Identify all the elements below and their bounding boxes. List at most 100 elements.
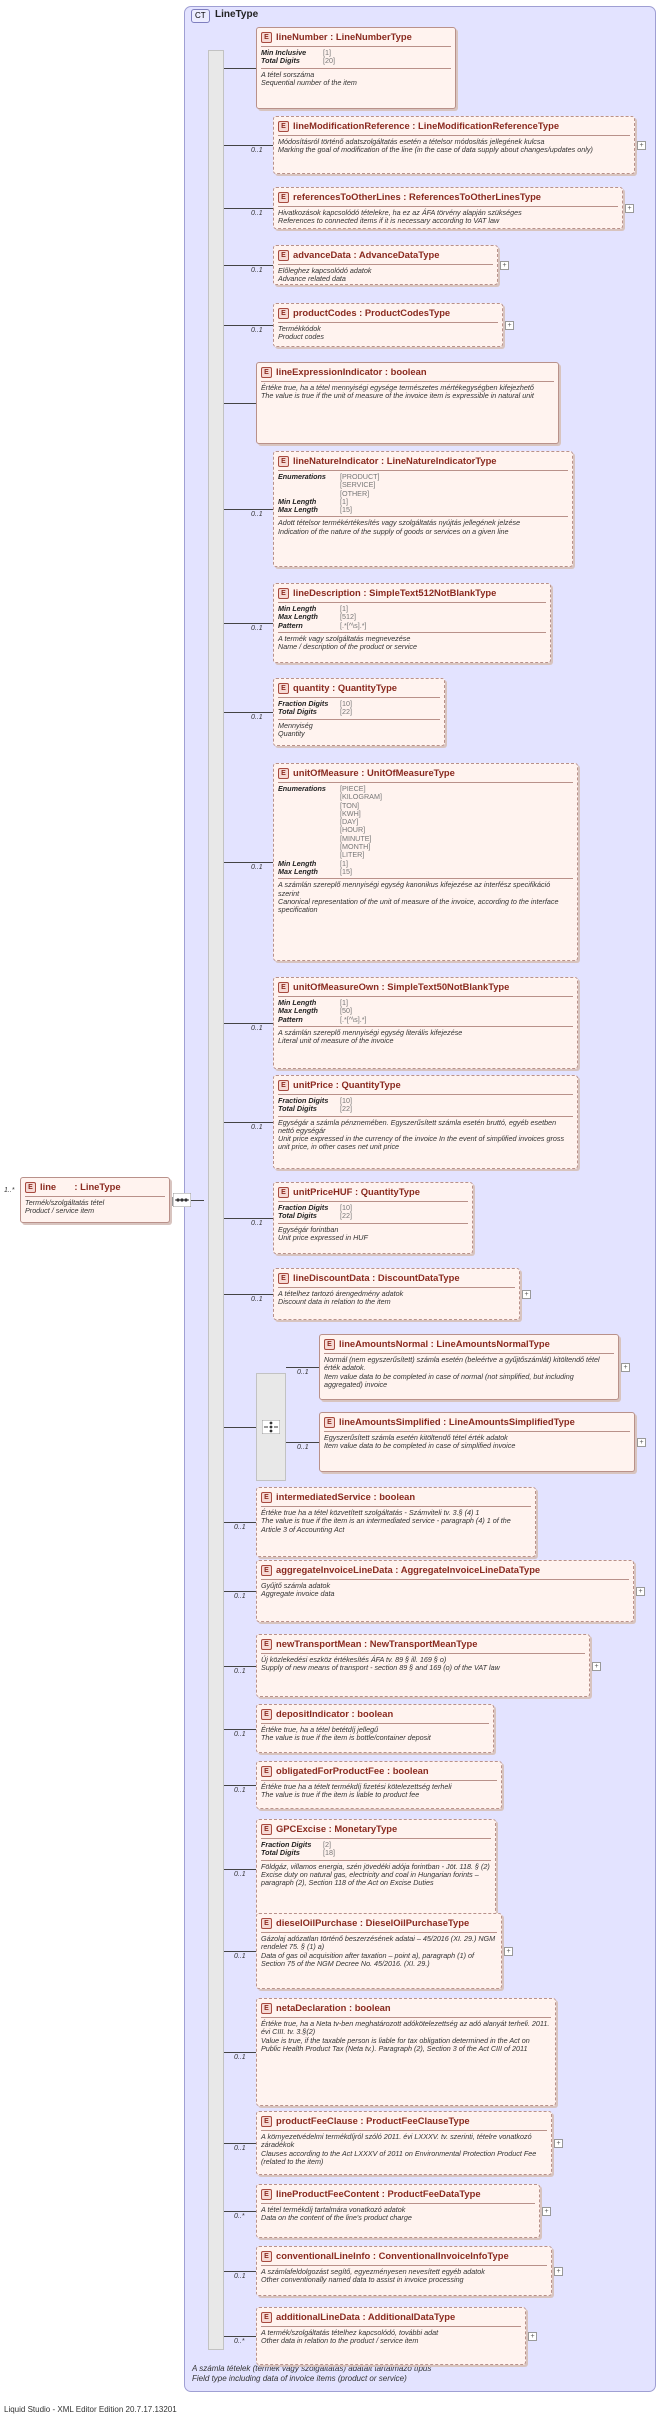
element-icon: E: [261, 2188, 272, 2200]
element-title: depositIndicator : boolean: [276, 1707, 394, 1719]
element-icon: E: [261, 1564, 272, 1576]
expand-toggle[interactable]: +: [636, 1587, 645, 1596]
element-doc: Egyszerűsített számla esetén kitöltendő …: [324, 1433, 516, 1451]
connector-line: [224, 623, 273, 624]
connector-line: [224, 265, 273, 266]
expand-toggle[interactable]: +: [592, 1662, 601, 1671]
connector-line: [224, 2336, 256, 2337]
element-doc: Értéke true, ha a tétel betétdíj jellegű…: [261, 1725, 431, 1743]
facet: Max Length[512]: [278, 612, 356, 622]
complex-type-doc-hu: A számla tételek (termék vagy szolgáltat…: [192, 2364, 432, 2373]
element-icon: E: [261, 1708, 272, 1720]
expand-toggle[interactable]: +: [554, 2267, 563, 2276]
occurs-label: 0..1: [234, 2273, 246, 2280]
occurs-label: 0..1: [234, 1953, 246, 1960]
expand-toggle[interactable]: +: [637, 141, 646, 150]
complex-type-title: LineType: [215, 9, 259, 20]
element-title: conventionalLineInfo : ConventionalInvoi…: [276, 2249, 509, 2261]
occurs-label: 0..1: [234, 2145, 246, 2152]
element-doc: Földgáz, villamos energia, szén jövedéki…: [261, 1861, 490, 1888]
connector-line: [224, 2052, 256, 2053]
root-element-title: line : LineType: [40, 1180, 121, 1192]
expand-toggle[interactable]: +: [504, 1947, 513, 1956]
facet: Fraction Digits[10]: [278, 1096, 352, 1105]
connector-line: [224, 509, 273, 510]
facet: Min Length[1]: [278, 998, 348, 1007]
expand-toggle[interactable]: +: [625, 204, 634, 213]
complex-type-badge: CT: [191, 9, 210, 23]
occurs-label: 0..1: [297, 1444, 309, 1451]
occurs-label: 0..1: [234, 1731, 246, 1738]
occurs-label: 0..1: [234, 1871, 246, 1878]
occurs-label: 0..1: [251, 1220, 263, 1227]
facet: Max Length[15]: [278, 505, 352, 515]
element-title: lineExpressionIndicator : boolean: [276, 365, 427, 377]
element-title: lineNumber : LineNumberType: [276, 30, 412, 42]
element-icon: E: [261, 366, 272, 378]
element-title: aggregateInvoiceLineData : AggregateInvo…: [276, 1563, 541, 1575]
element-doc: A termék/szolgáltatás tételhez kapcsolód…: [261, 2328, 439, 2346]
connector-line: [224, 1785, 256, 1786]
element-title: lineAmountsSimplified : LineAmountsSimpl…: [339, 1415, 575, 1427]
facet: Max Length[15]: [278, 866, 352, 876]
expand-toggle[interactable]: +: [542, 2207, 551, 2216]
expand-toggle[interactable]: +: [528, 2332, 537, 2341]
connector-line: [224, 325, 273, 326]
element-title: unitOfMeasure : UnitOfMeasureType: [293, 766, 455, 778]
expand-toggle[interactable]: +: [637, 1438, 646, 1447]
expand-toggle[interactable]: +: [505, 321, 514, 330]
connector-line: [286, 1442, 319, 1443]
expand-toggle[interactable]: +: [500, 261, 509, 270]
element-icon: E: [278, 1186, 289, 1198]
expand-toggle[interactable]: +: [554, 2139, 563, 2148]
root-element-line[interactable]: E line : LineType Termék/szolgáltatás té…: [20, 1177, 170, 1223]
facet: Total Digits[20]: [261, 56, 335, 66]
facet: Min Length[1]: [278, 604, 348, 613]
element-title: productFeeClause : ProductFeeClauseType: [276, 2114, 470, 2126]
occurs-label: 0..1: [251, 1124, 263, 1131]
connector-line: [224, 208, 273, 209]
occurs-label: 0..1: [251, 1296, 263, 1303]
connector-line: [224, 1294, 273, 1295]
element-icon: E: [261, 31, 272, 43]
facet: Total Digits[22]: [278, 707, 352, 717]
facet: Total Digits[18]: [261, 1848, 335, 1858]
occurs-label: 0..1: [234, 1524, 246, 1531]
expand-toggle[interactable]: +: [522, 1290, 531, 1299]
element-icon: E: [324, 1338, 335, 1350]
element-title: dieselOilPurchase : DieselOilPurchaseTyp…: [276, 1916, 470, 1928]
expand-toggle[interactable]: +: [621, 1363, 630, 1372]
element-doc: Új közlekedési eszköz értékesítés ÁFA tv…: [261, 1655, 500, 1673]
occurs-label: 0..1: [251, 864, 263, 871]
